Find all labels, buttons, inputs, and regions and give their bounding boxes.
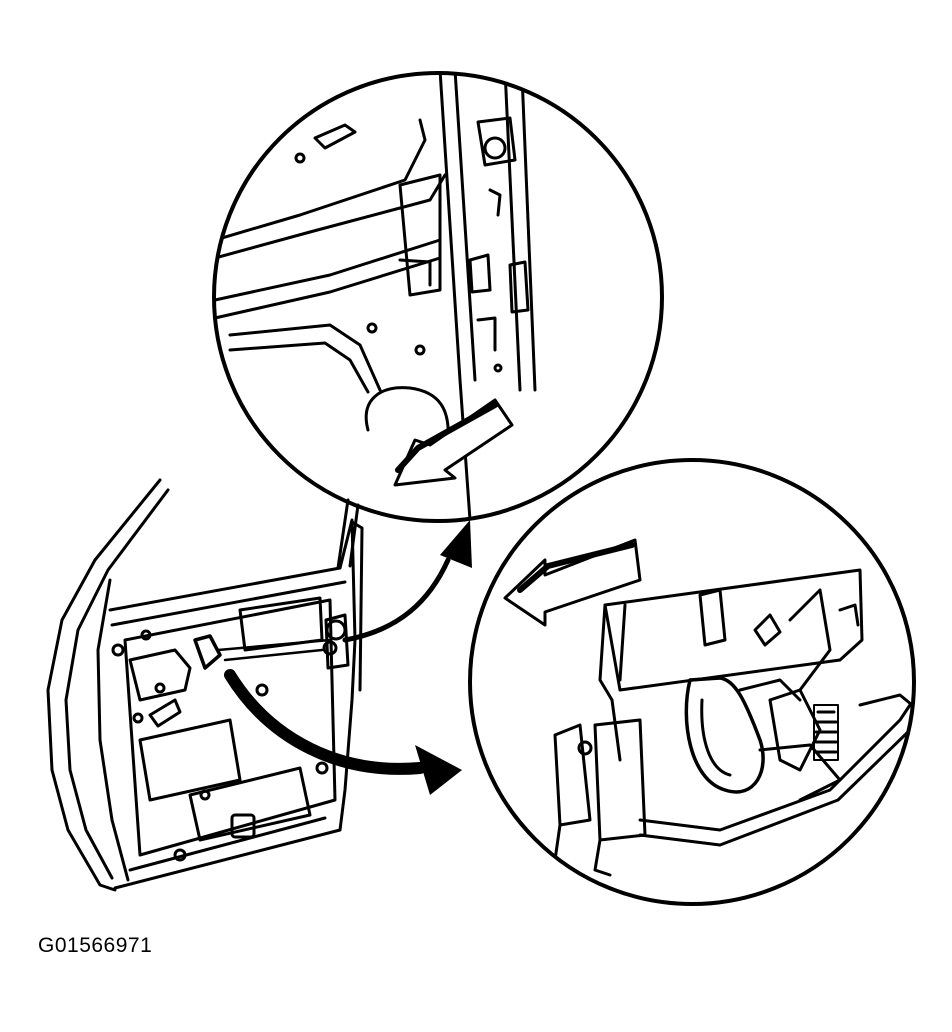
curved-arrow-upper <box>342 520 472 643</box>
figure-id-label: G01566971 <box>38 934 153 957</box>
door-inner-panel <box>46 478 364 892</box>
curved-arrow-lower <box>224 669 462 795</box>
upper-magnified-detail <box>212 71 664 523</box>
lower-magnified-detail <box>468 458 916 906</box>
